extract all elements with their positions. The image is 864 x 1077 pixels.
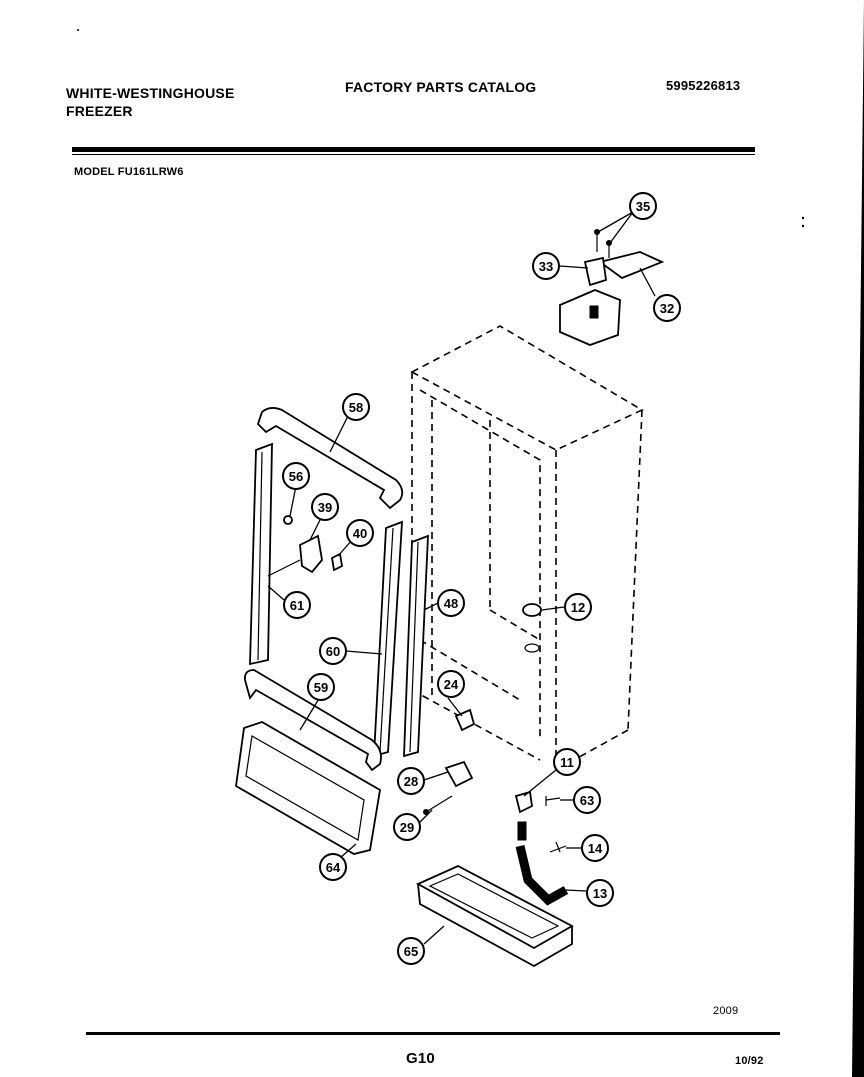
drain-tube [515,844,569,906]
svg-text:29: 29 [400,820,414,835]
callout-48: 48 [437,589,465,617]
svg-text:39: 39 [318,500,332,515]
drain-fitting [514,790,533,814]
callout-63: 63 [573,786,601,814]
door-gasket-bottom [244,669,382,772]
callout-13: 13 [586,879,614,907]
svg-text:33: 33 [539,259,553,274]
footer-rule [86,1032,780,1035]
brand-header: WHITE-WESTINGHOUSE FREEZER [66,84,234,120]
callout-39: 39 [311,493,339,521]
callout-14: 14 [581,834,609,862]
figure-code: 2009 [713,1005,739,1017]
svg-text:12: 12 [571,600,585,615]
callout-24: 24 [437,670,465,698]
leader-lines [267,211,656,945]
callout-56: 56 [282,462,310,490]
drip-tray-frame [235,721,381,855]
fitting-part [454,708,476,732]
callout-29: 29 [393,813,421,841]
screw-part [283,515,293,525]
svg-text:14: 14 [588,841,603,856]
cabinet-outline [410,325,644,771]
callout-12: 12 [564,593,592,621]
clip-part [444,760,474,788]
svg-text:64: 64 [326,860,341,875]
callout-32: 32 [653,294,681,322]
svg-text:58: 58 [349,400,363,415]
svg-text:56: 56 [289,469,303,484]
svg-text:61: 61 [290,598,304,613]
page-number: G10 [406,1050,435,1067]
svg-text:13: 13 [593,886,607,901]
door-gasket-left [249,442,273,666]
svg-text:48: 48 [444,596,458,611]
callout-59: 59 [307,673,335,701]
product-type: FREEZER [66,103,133,119]
divider-strip [403,534,429,758]
callout-58: 58 [342,393,370,421]
header-rule-thin [72,154,755,155]
svg-text:60: 60 [326,644,340,659]
drain-pan [415,864,574,968]
callout-61: 61 [283,591,311,619]
door-gasket-top [256,407,404,510]
svg-text:28: 28 [404,774,418,789]
svg-text:32: 32 [660,301,674,316]
callout-11: 11 [553,748,581,776]
callout-65: 65 [397,937,425,965]
svg-text:11: 11 [560,755,574,770]
callout-60: 60 [319,637,347,665]
callout-35: 35 [629,192,657,220]
drain-plug [522,603,542,617]
catalog-number: 5995226813 [666,78,741,93]
svg-text:65: 65 [404,944,418,959]
hinge-assembly [559,229,665,346]
switch-cover [331,552,343,572]
header-rule [72,147,755,152]
svg-text:40: 40 [353,526,367,541]
switch-part [299,534,323,574]
svg-text:35: 35 [636,199,650,214]
callout-33: 33 [532,252,560,280]
brand-name: WHITE-WESTINGHOUSE [66,85,235,101]
door-gasket-right [373,520,403,758]
svg-text:59: 59 [314,680,328,695]
catalog-title: FACTORY PARTS CATALOG [345,79,537,95]
model-number: MODEL FU161LRW6 [74,166,184,178]
catalog-date: 10/92 [735,1055,764,1067]
callout-40: 40 [346,519,374,547]
svg-text:24: 24 [444,677,459,692]
callout-64: 64 [319,853,347,881]
callout-28: 28 [397,767,425,795]
svg-text:63: 63 [580,793,594,808]
